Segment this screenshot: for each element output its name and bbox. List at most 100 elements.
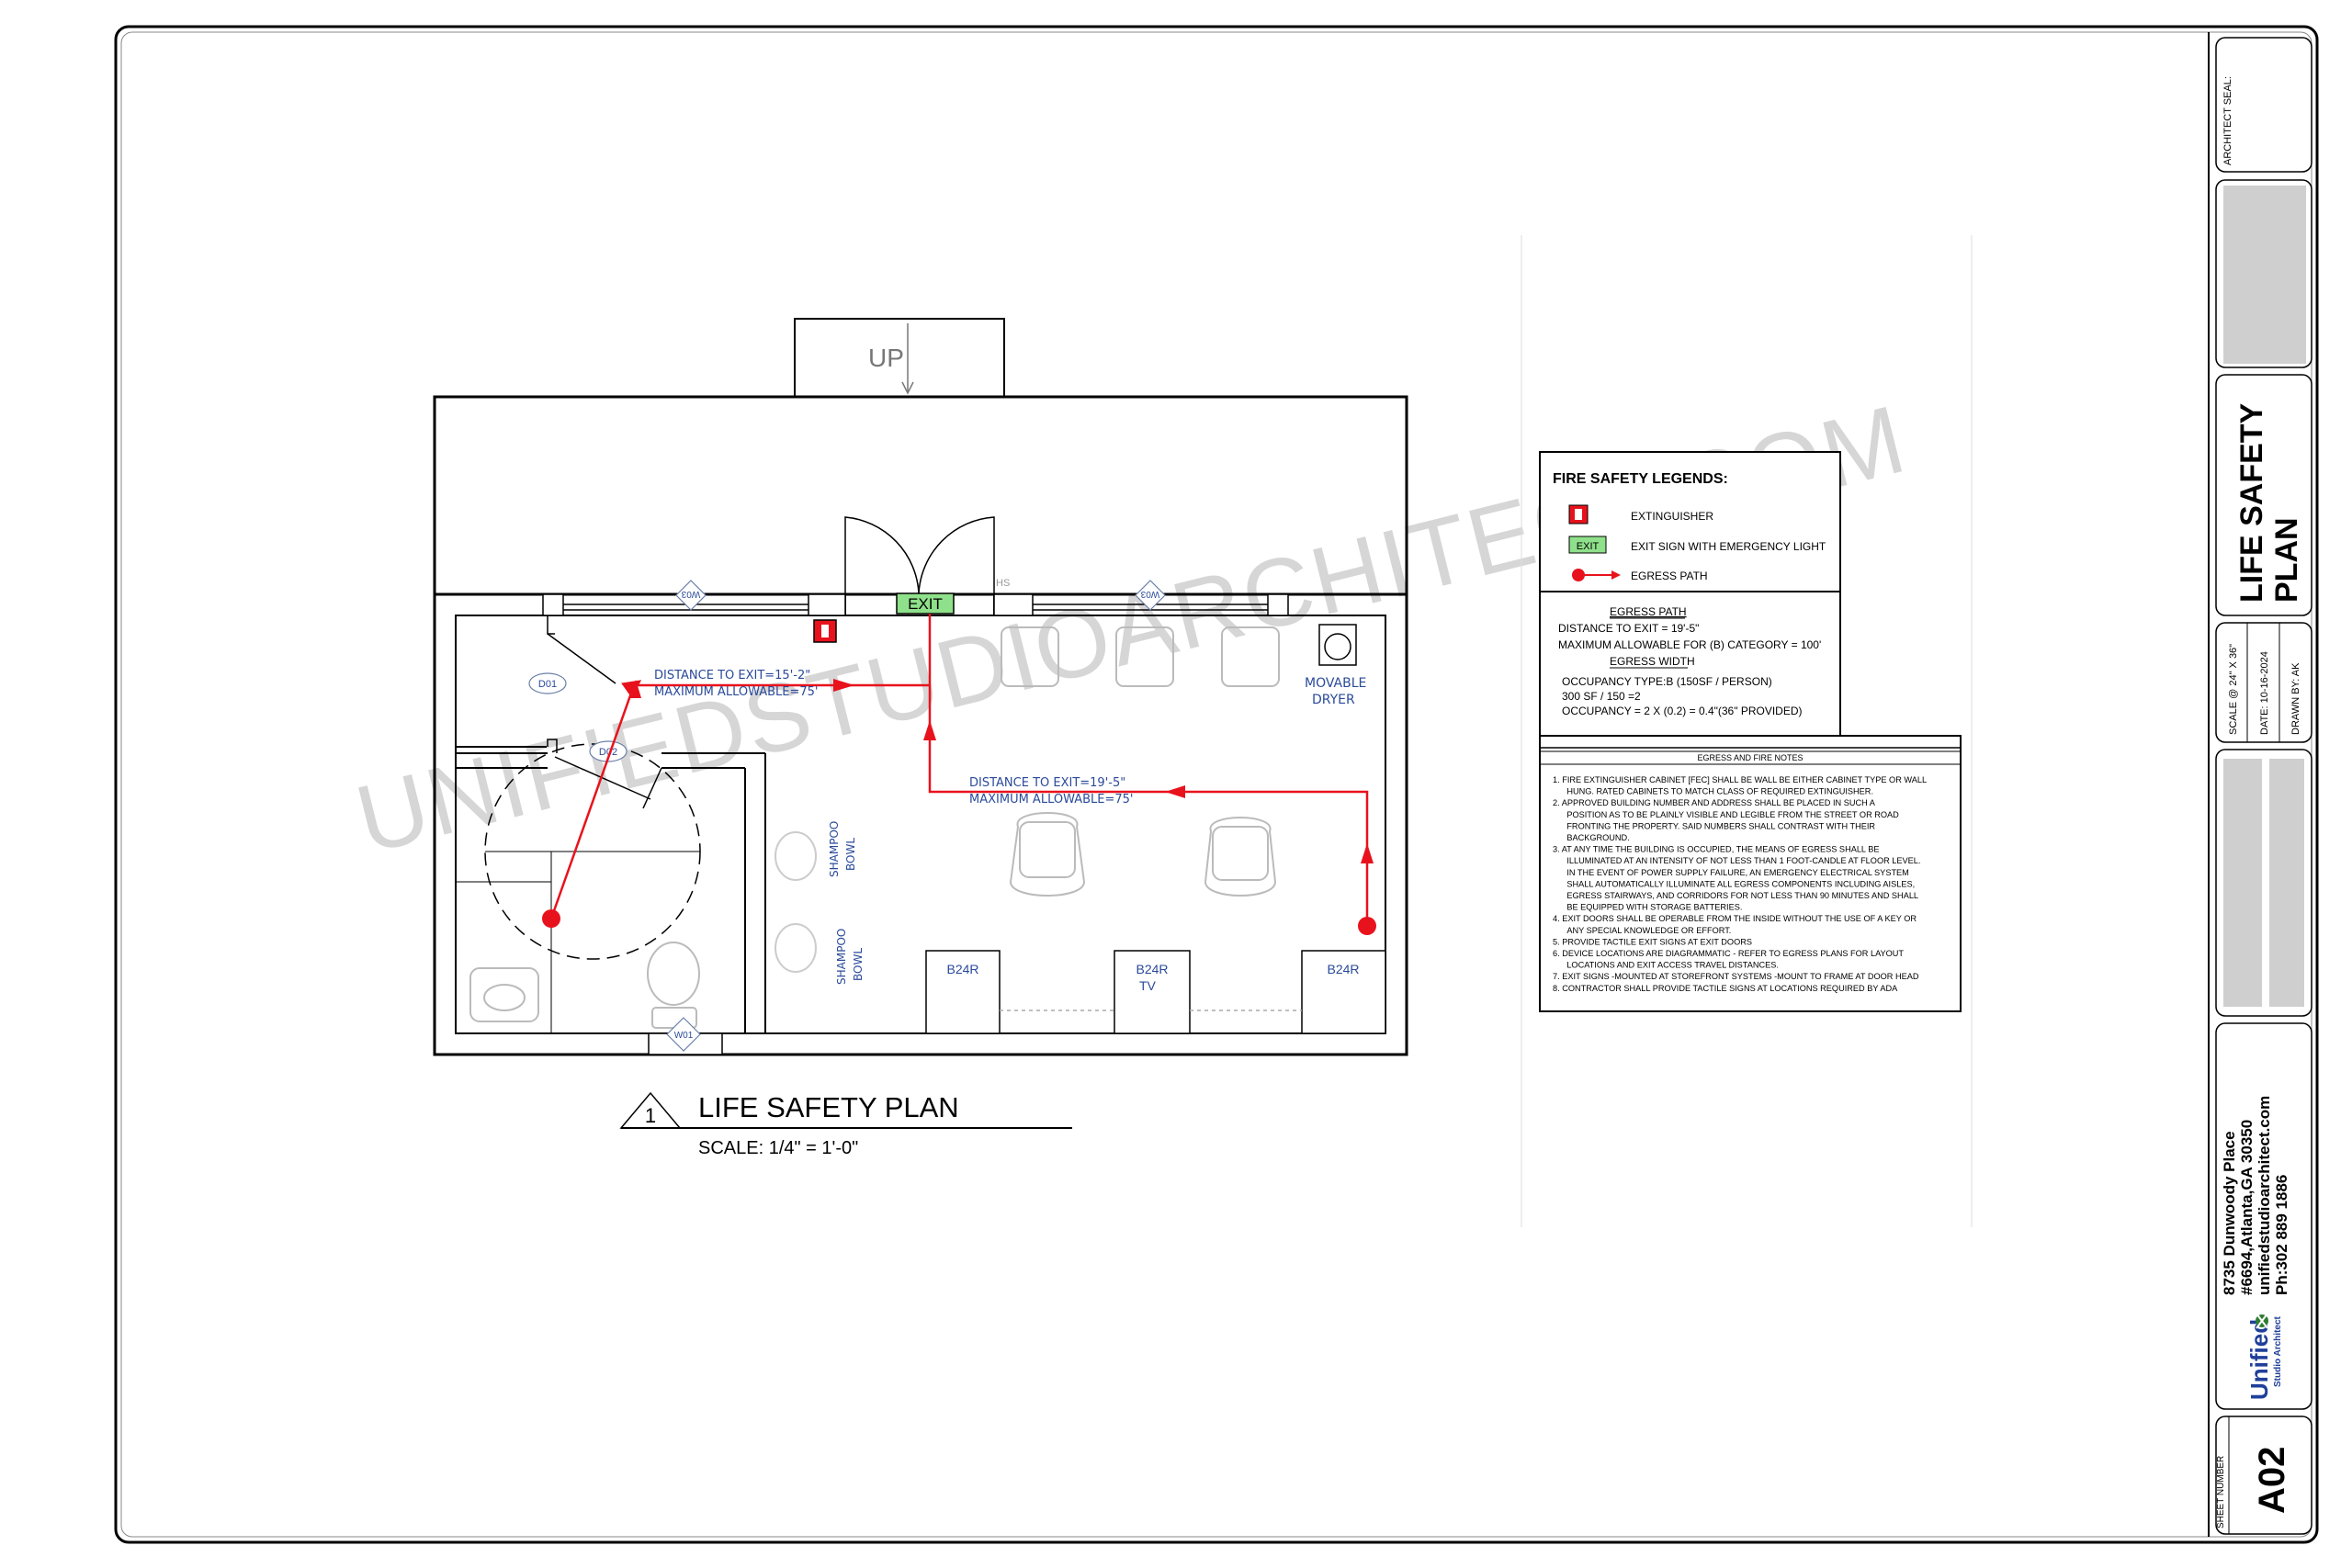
plan-title-text: LIFE SAFETY PLAN [698,1091,959,1123]
phone: Ph:302 889 1886 [2273,1175,2290,1295]
svg-text:W03: W03 [681,589,700,599]
svg-text:MOVABLE: MOVABLE [1305,676,1366,691]
fire-safety-legend: FIRE SAFETY LEGENDS: EXTINGUISHER EXIT E… [1539,451,1841,737]
egress-origin-1 [542,909,560,928]
note-line: 4. EXIT DOORS SHALL BE OPERABLE FROM THE… [1553,914,1917,923]
up-label: UP [868,344,904,372]
svg-text:EGRESS PATH: EGRESS PATH [1610,605,1687,618]
sheet-number: A02 [2252,1447,2292,1514]
note-line: 7. EXIT SIGNS -MOUNTED AT STOREFRONT SYS… [1553,972,1919,981]
svg-text:MAXIMUM ALLOWABLE=75': MAXIMUM ALLOWABLE=75' [654,685,819,699]
svg-text:SCALE @ 24" X 36": SCALE @ 24" X 36" [2228,644,2239,735]
movable-dryer: MOVABLE DRYER [1305,624,1366,707]
window-tag-w03-right: W03 [1135,580,1166,611]
svg-text:OCCUPANCY = 2 X (0.2) = 0.4"(3: OCCUPANCY = 2 X (0.2) = 0.4"(36" PROVIDE… [1562,705,1803,717]
note-line: 8. CONTRACTOR SHALL PROVIDE TACTILE SIGN… [1553,984,1898,993]
exit-door-swing [844,516,920,594]
plan-title: 1 LIFE SAFETY PLAN SCALE: 1/4" = 1'-0" [619,1091,1072,1158]
architect-seal-label: ARCHITECT SEAL: [2222,76,2233,165]
svg-text:B24R: B24R [1136,962,1168,976]
svg-text:DISTANCE TO EXIT = 19'-5": DISTANCE TO EXIT = 19'-5" [1558,622,1699,635]
svg-text:OCCUPANCY TYPE:B (150SF / PERS: OCCUPANCY TYPE:B (150SF / PERSON) [1562,675,1772,688]
svg-text:SHAMPOO: SHAMPOO [828,821,841,877]
egress-path-2 [923,614,1374,926]
company-logo: Unified Studio Architect [2245,1313,2283,1400]
shampoo-bowl-2: SHAMPOO BOWL [775,923,865,985]
note-line: ANY SPECIAL KNOWLEDGE OR EFFORT. [1553,926,1731,935]
note-line: LOCATIONS AND EXIT ACCESS TRAVEL DISTANC… [1553,961,1779,970]
svg-text:SHAMPOO: SHAMPOO [835,929,848,985]
svg-text:Studio Architect: Studio Architect [2273,1315,2283,1387]
hs-label: HS [996,578,1010,589]
sink [469,967,539,1022]
note-line: BACKGROUND. [1553,833,1630,842]
note-line: 1. FIRE EXTINGUISHER CABINET [FEC] SHALL… [1553,775,1927,784]
svg-text:DATE: 10-16-2024: DATE: 10-16-2024 [2259,651,2270,735]
info-placeholder-1 [2223,759,2262,1007]
floor-plan: UP HS W03 W03 [433,318,1408,1056]
note-line: POSITION AS TO BE PLAINLY VISIBLE AND LE… [1553,810,1899,819]
svg-text:EXIT: EXIT [908,595,943,613]
note-line: ILLUMINATED AT AN INTENSITY OF NOT LESS … [1553,856,1920,865]
note-line: IN THE EVENT OF POWER SUPPLY FAILURE, AN… [1553,868,1909,877]
door-tag-d01: D01 [528,672,567,694]
svg-text:B24R: B24R [946,962,978,976]
egress-origin-2 [1358,917,1376,935]
svg-text:DISTANCE TO EXIT=19'-5": DISTANCE TO EXIT=19'-5" [969,776,1125,790]
note-line: 5. PROVIDE TACTILE EXIT SIGNS AT EXIT DO… [1553,937,1752,946]
door-tag-d02: D02 [589,740,628,762]
note-line: 2. APPROVED BUILDING NUMBER AND ADDRESS … [1553,798,1876,807]
svg-text:SHEET NUMBER: SHEET NUMBER [2216,1456,2226,1529]
shampoo-bowl-1: SHAMPOO BOWL [775,821,857,881]
building-walls [433,594,1408,1056]
note-line: HUNG. RATED CABINETS TO MATCH CLASS OF R… [1553,787,1873,796]
egress-path-1 [549,679,930,919]
note-line: BE EQUIPPED WITH STORAGE BATTERIES. [1553,903,1742,912]
note-line: 3. AT ANY TIME THE BUILDING IS OCCUPIED,… [1553,845,1880,854]
note-line: EGRESS STAIRWAYS, AND CORRIDORS FOR NOT … [1553,891,1918,900]
exit-sign-icon: EXIT [896,592,955,615]
salon-chairs [1001,626,1280,897]
plan-scale-text: SCALE: 1/4" = 1'-0" [698,1138,858,1158]
svg-text:300 SF / 150 =2: 300 SF / 150 =2 [1562,690,1641,703]
sheet-border [114,25,2319,1544]
svg-text:W03: W03 [1140,589,1159,599]
svg-text:W01: W01 [674,1031,694,1041]
address-line-2: #6694,Atlanta,GA 30350 [2238,1120,2256,1295]
station-b24r-2: B24R TV [1114,950,1191,1034]
svg-text:1: 1 [645,1104,656,1127]
egress-fire-notes: EGRESS AND FIRE NOTES 1. FIRE EXTINGUISH… [1539,735,1962,1012]
sheet-title-line-1: LIFE SAFETY [2234,402,2269,603]
note-line: 6. DEVICE LOCATIONS ARE DIAGRAMMATIC - R… [1553,949,1904,958]
svg-text:FIRE SAFETY LEGENDS:: FIRE SAFETY LEGENDS: [1553,471,1728,487]
title-block: ARCHITECT SEAL: LIFE SAFETY PLAN SCALE @… [2208,32,2312,1537]
toilet [647,942,700,1006]
svg-text:MAXIMUM ALLOWABLE=75': MAXIMUM ALLOWABLE=75' [969,793,1134,807]
svg-text:DRYER: DRYER [1312,693,1355,707]
svg-text:MAXIMUM ALLOWABLE FOR (B) CATE: MAXIMUM ALLOWABLE FOR (B) CATEGORY = 100… [1558,638,1821,651]
svg-text:EGRESS PATH: EGRESS PATH [1631,570,1708,582]
svg-text:D01: D01 [538,679,557,690]
extinguisher-icon [813,619,837,643]
website: unifiedstudioarchitect.com [2256,1096,2273,1295]
svg-text:EXIT: EXIT [1577,541,1600,552]
svg-text:BOWL: BOWL [844,838,857,871]
svg-text:EXIT SIGN WITH EMERGENCY LIGHT: EXIT SIGN WITH EMERGENCY LIGHT [1631,540,1826,553]
svg-text:DRAWN BY: AK: DRAWN BY: AK [2290,662,2301,735]
legend-exit-icon [1568,536,1607,554]
svg-text:Unified: Unified [2245,1319,2273,1400]
window-tag-w01: W01 [666,1017,701,1052]
svg-text:TV: TV [1139,978,1157,993]
svg-text:EGRESS AND FIRE NOTES: EGRESS AND FIRE NOTES [1697,753,1803,762]
svg-text:D02: D02 [599,747,617,758]
svg-text:DISTANCE TO EXIT=15'-2": DISTANCE TO EXIT=15'-2" [654,669,810,682]
info-placeholder-2 [2269,759,2304,1007]
notes-list: 1. FIRE EXTINGUISHER CABINET [FEC] SHALL… [1553,775,1927,993]
svg-text:EGRESS WIDTH: EGRESS WIDTH [1610,655,1695,668]
note-line: SHALL AUTOMATICALLY ILLUMINATE ALL EGRES… [1553,879,1915,888]
svg-text:BOWL: BOWL [852,948,865,981]
svg-text:EXTINGUISHER: EXTINGUISHER [1631,510,1713,523]
sheet-title-line-2: PLAN [2269,517,2304,603]
window-tag-w03-left: W03 [675,580,707,611]
